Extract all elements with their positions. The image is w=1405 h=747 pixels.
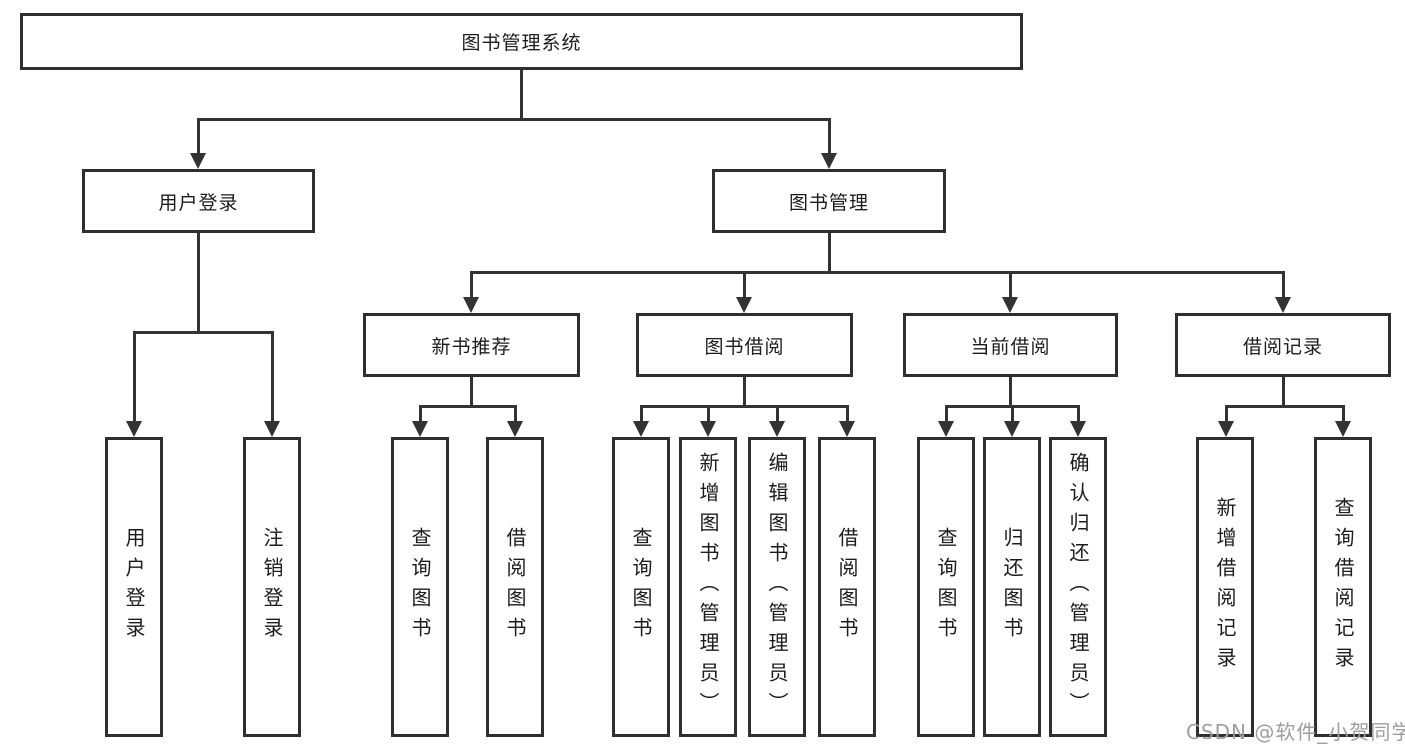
connector-drop-leaf [1077, 405, 1080, 421]
connector-drop-leaf [640, 405, 643, 421]
connector-level2-rail [197, 118, 831, 121]
leaf-query-books-borrow: 查询图书 [612, 437, 670, 737]
connector-newbook-stem [470, 377, 473, 405]
connector-drop-level3 [743, 271, 746, 297]
connector-borrow-stem [743, 377, 746, 405]
leaf-confirm-return-admin: 确认归还（管理员） [1049, 437, 1107, 737]
connector-drop-leaf [1225, 405, 1228, 421]
connector-newbook-rail [419, 405, 516, 408]
connector-drop-leaf [271, 331, 274, 421]
leaf-add-borrow-record: 新增借阅记录 [1196, 437, 1254, 737]
node-borrow-records: 借阅记录 [1175, 313, 1391, 377]
connector-drop-level3 [1009, 271, 1012, 297]
arrow-down [821, 153, 837, 169]
connector-drop-level3 [470, 271, 473, 297]
leaf-add-books-admin: 新增图书（管理员） [679, 437, 737, 737]
connector-records-stem [1282, 377, 1285, 405]
connector-drop-leaf [945, 405, 948, 421]
arrow-down [1335, 421, 1351, 437]
arrow-down [1070, 421, 1086, 437]
leaf-borrow-books-recommend: 借阅图书 [486, 437, 544, 737]
connector-root-stem [520, 70, 523, 118]
arrow-down [839, 421, 855, 437]
arrow-down [507, 421, 523, 437]
arrow-down [126, 421, 142, 437]
node-book-borrow: 图书借阅 [636, 313, 853, 377]
arrow-down [700, 421, 716, 437]
arrow-down [1004, 421, 1020, 437]
connector-book-management-stem [828, 233, 831, 271]
leaf-query-borrow-record: 查询借阅记录 [1314, 437, 1372, 737]
connector-drop-leaf [133, 331, 136, 421]
leaf-query-books-recommend: 查询图书 [391, 437, 449, 737]
arrow-down [463, 297, 479, 313]
leaf-logout: 注销登录 [243, 437, 301, 737]
node-book-management: 图书管理 [712, 169, 946, 233]
connector-user-login-stem [197, 233, 200, 331]
arrow-down [1218, 421, 1234, 437]
arrow-down [1275, 297, 1291, 313]
node-user-login: 用户登录 [82, 169, 315, 233]
arrow-down [938, 421, 954, 437]
arrow-down [736, 297, 752, 313]
connector-drop-leaf [514, 405, 517, 421]
connector-drop-leaf [707, 405, 710, 421]
node-library-management-system: 图书管理系统 [20, 13, 1023, 70]
leaf-borrow-books: 借阅图书 [818, 437, 876, 737]
arrow-down [633, 421, 649, 437]
connector-drop-book-management [828, 118, 831, 153]
connector-current-stem [1009, 377, 1012, 405]
arrow-down [769, 421, 785, 437]
connector-drop-leaf [419, 405, 422, 421]
arrow-down [190, 153, 206, 169]
connector-drop-level3 [1282, 271, 1285, 297]
arrow-down [412, 421, 428, 437]
connector-records-rail [1225, 405, 1344, 408]
node-current-borrow: 当前借阅 [903, 313, 1118, 377]
watermark: CSDN @软件_小贺同学 [1186, 720, 1405, 744]
connector-borrow-rail [640, 405, 848, 408]
connector-drop-leaf [846, 405, 849, 421]
connector-user-login-rail [133, 331, 274, 334]
connector-drop-leaf [776, 405, 779, 421]
connector-drop-user-login [197, 118, 200, 153]
connector-drop-leaf [1011, 405, 1014, 421]
arrow-down [264, 421, 280, 437]
connector-drop-leaf [1342, 405, 1345, 421]
connector-level3-rail [470, 271, 1284, 274]
arrow-down [1002, 297, 1018, 313]
leaf-user-login: 用户登录 [105, 437, 163, 737]
leaf-edit-books-admin: 编辑图书（管理员） [748, 437, 806, 737]
leaf-query-books-current: 查询图书 [917, 437, 975, 737]
leaf-return-books: 归还图书 [983, 437, 1041, 737]
node-new-book-recommend: 新书推荐 [363, 313, 580, 377]
